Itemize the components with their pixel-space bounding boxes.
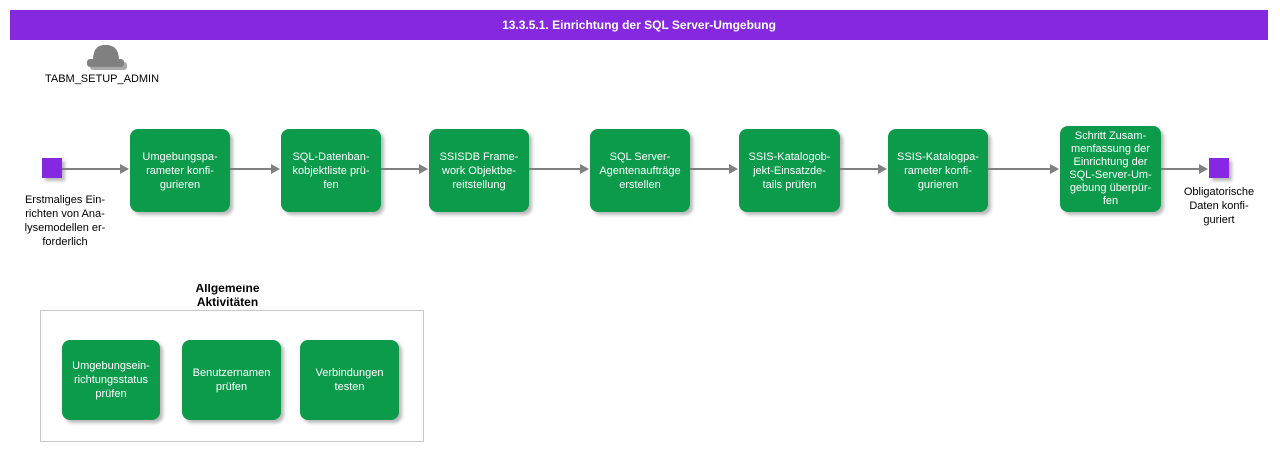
activity-node-5[interactable]: SSIS-Katalogob- jekt-Einsatzde- tails pr… — [739, 129, 840, 212]
group-activity-node-2[interactable]: Benutzernamen prüfen — [182, 340, 281, 420]
activity-node-1[interactable]: Umgebungspa- rameter konfi- gurieren — [130, 129, 230, 212]
actor-label: TABM_SETUP_ADMIN — [44, 73, 160, 85]
activity-node-label: SSISDB Frame- work Objektbe- reitstellun… — [439, 150, 519, 191]
end-node-label: Obligatorische Daten konfi- guriert — [1183, 186, 1255, 226]
group-activity-node-1[interactable]: Umgebungsein- richtungsstatus prüfen — [62, 340, 160, 420]
activity-node-label: Umgebungspa- rameter konfi- gurieren — [142, 150, 218, 191]
diagram-title-bar: 13.3.5.1. Einrichtung der SQL Server-Umg… — [10, 10, 1268, 40]
flow-arrow — [230, 164, 280, 174]
activity-node-3[interactable]: SSISDB Frame- work Objektbe- reitstellun… — [429, 129, 529, 212]
activity-node-6[interactable]: SSIS-Katalogpa- rameter konfi- gurieren — [888, 129, 988, 212]
activity-node-label: SQL-Datenban- kobjektliste prü- fen — [292, 150, 370, 191]
flow-arrow — [840, 164, 887, 174]
flow-arrow — [381, 164, 428, 174]
activity-node-4[interactable]: SQL Server- Agentenaufträge erstellen — [590, 129, 690, 212]
flow-arrow — [62, 164, 129, 174]
start-node[interactable] — [42, 158, 62, 178]
bowler-hat-icon — [87, 45, 127, 70]
activity-node-label: SQL Server- Agentenaufträge erstellen — [599, 150, 681, 191]
diagram-title: 13.3.5.1. Einrichtung der SQL Server-Umg… — [502, 18, 776, 32]
group-title: Allgemeine Aktivitäten — [195, 284, 260, 309]
activity-node-label: Verbindungen testen — [315, 367, 384, 393]
activity-node-label: SSIS-Katalogob- jekt-Einsatzde- tails pr… — [748, 150, 831, 191]
flow-arrow — [529, 164, 589, 174]
activity-node-label: Umgebungsein- richtungsstatus prüfen — [72, 360, 150, 400]
start-node-label: Erstmaliges Ein- richten von Ana- lysemo… — [24, 194, 106, 248]
activity-node-label: Schritt Zusam- menfassung der Einrichtun… — [1069, 130, 1152, 207]
flow-arrow — [988, 164, 1059, 174]
group-activity-node-3[interactable]: Verbindungen testen — [300, 340, 399, 420]
activity-node-label: SSIS-Katalogpa- rameter konfi- gurieren — [897, 150, 979, 191]
flow-arrow — [1161, 164, 1208, 174]
activity-node-7[interactable]: Schritt Zusam- menfassung der Einrichtun… — [1060, 126, 1161, 212]
end-node[interactable] — [1209, 158, 1229, 178]
flow-arrow — [690, 164, 738, 174]
activity-node-label: Benutzernamen prüfen — [192, 367, 271, 393]
activity-node-2[interactable]: SQL-Datenban- kobjektliste prü- fen — [281, 129, 381, 212]
